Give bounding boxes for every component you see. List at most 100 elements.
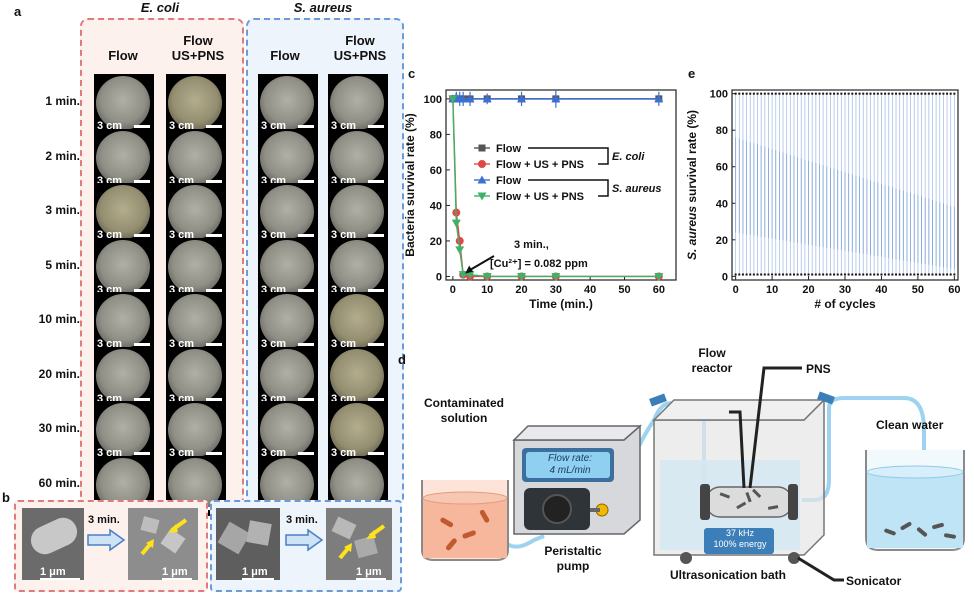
data-point bbox=[825, 92, 828, 95]
data-point bbox=[891, 273, 894, 276]
data-point bbox=[938, 273, 941, 276]
scale-bar bbox=[134, 343, 150, 346]
data-point bbox=[811, 273, 814, 276]
data-point bbox=[745, 273, 748, 276]
agar-plate-image: 3 cm bbox=[94, 74, 154, 134]
sem-arrow-saureus bbox=[285, 528, 324, 552]
agar-plate-image: 3 cm bbox=[166, 292, 226, 352]
data-point bbox=[800, 92, 803, 95]
scale-bar bbox=[134, 288, 150, 292]
y-axis-label: Bacteria survival rate (%) bbox=[403, 113, 417, 256]
scale-bar bbox=[368, 234, 384, 237]
data-point bbox=[927, 273, 930, 276]
y-tick-label: 60 bbox=[716, 162, 728, 174]
legend-label: Flow + US + PNS bbox=[496, 191, 584, 203]
panel-label-e: e bbox=[688, 66, 696, 81]
data-point bbox=[924, 92, 927, 95]
row-label: 10 min. bbox=[38, 312, 80, 326]
scale-bar bbox=[298, 288, 314, 292]
data-point bbox=[654, 94, 664, 103]
data-point bbox=[920, 92, 923, 95]
data-point bbox=[873, 92, 876, 95]
series-lower bbox=[734, 273, 956, 276]
legend-bracket-saureus bbox=[528, 179, 609, 197]
agar-plate-image: 3 cm bbox=[166, 183, 226, 243]
data-point bbox=[814, 92, 817, 95]
scale-bar bbox=[298, 234, 314, 237]
data-point bbox=[756, 92, 759, 95]
data-point bbox=[869, 273, 872, 276]
data-point bbox=[946, 273, 949, 276]
x-tick-label: 30 bbox=[839, 284, 851, 296]
data-point bbox=[789, 92, 792, 95]
row-label: 20 min. bbox=[38, 366, 80, 381]
annotation-line-1: 3 min., bbox=[514, 239, 549, 251]
data-point bbox=[771, 92, 774, 95]
data-point bbox=[953, 92, 956, 95]
series-2 bbox=[448, 90, 664, 108]
row-label: 3 min. bbox=[45, 203, 80, 217]
agar-plate-image: 3 cm bbox=[94, 128, 154, 189]
sem-image-ecoli-before: 1 μm bbox=[22, 508, 84, 580]
legend-group-saureus: S. aureus bbox=[612, 183, 662, 195]
data-point bbox=[741, 273, 744, 276]
sem-arrow-label-ecoli: 3 min. bbox=[88, 514, 120, 526]
data-point bbox=[482, 94, 492, 103]
scale-bar bbox=[206, 397, 222, 401]
data-point bbox=[858, 273, 861, 276]
x-axis-label: Time (min.) bbox=[529, 297, 593, 311]
data-point bbox=[836, 92, 839, 95]
agar-plate-image: 3 cm bbox=[94, 183, 154, 243]
scale-bar bbox=[298, 397, 314, 401]
agar-plate-image: 3 cm bbox=[166, 128, 226, 189]
scale-bar bbox=[206, 452, 222, 455]
data-point bbox=[465, 271, 475, 280]
data-point bbox=[833, 92, 836, 95]
scale-bar bbox=[298, 125, 314, 128]
agar-plate-image: 3 cm bbox=[328, 401, 388, 461]
data-point bbox=[873, 273, 876, 276]
data-point bbox=[829, 273, 832, 276]
panel-label-a: a bbox=[14, 4, 22, 19]
sem-arrow-label-saureus: 3 min. bbox=[286, 514, 318, 526]
panel-label-b: b bbox=[2, 490, 10, 505]
x-tick-label: 20 bbox=[515, 284, 527, 296]
peristaltic-pump-body bbox=[512, 424, 642, 535]
data-point bbox=[482, 272, 492, 281]
data-point bbox=[905, 273, 908, 276]
data-point bbox=[756, 273, 759, 276]
data-point bbox=[942, 273, 945, 276]
data-point bbox=[865, 92, 868, 95]
cycle-error-bars bbox=[735, 93, 955, 275]
row-label: 2 min. bbox=[45, 148, 80, 163]
panel-label-d: d bbox=[398, 352, 406, 367]
data-point bbox=[862, 92, 865, 95]
x-tick-label: 20 bbox=[802, 284, 814, 296]
data-point bbox=[477, 192, 487, 201]
agar-plate-image: 3 cm bbox=[328, 183, 388, 243]
data-point bbox=[551, 94, 561, 103]
chart-c-frame bbox=[445, 89, 677, 281]
data-point bbox=[887, 273, 890, 276]
data-point bbox=[829, 92, 832, 95]
data-point bbox=[767, 273, 770, 276]
data-point bbox=[752, 273, 755, 276]
x-tick-label: 60 bbox=[948, 284, 960, 296]
x-tick-label: 30 bbox=[550, 284, 562, 296]
row-label: 5 min. bbox=[45, 257, 80, 272]
x-tick-label: 10 bbox=[766, 284, 778, 296]
data-point bbox=[931, 273, 934, 276]
agar-plate-image: 3 cm bbox=[328, 292, 388, 352]
x-tick-label: 10 bbox=[481, 284, 493, 296]
data-point bbox=[880, 92, 883, 95]
data-point bbox=[785, 92, 788, 95]
data-point bbox=[833, 273, 836, 276]
label-ultrasonication-bath: Ultrasonication bath bbox=[670, 568, 787, 582]
sem-image-saureus-after: 1 μm bbox=[326, 508, 392, 580]
data-point bbox=[477, 175, 487, 184]
data-point bbox=[517, 272, 527, 281]
data-point bbox=[884, 92, 887, 95]
legend-group-ecoli: E. coli bbox=[612, 151, 645, 163]
